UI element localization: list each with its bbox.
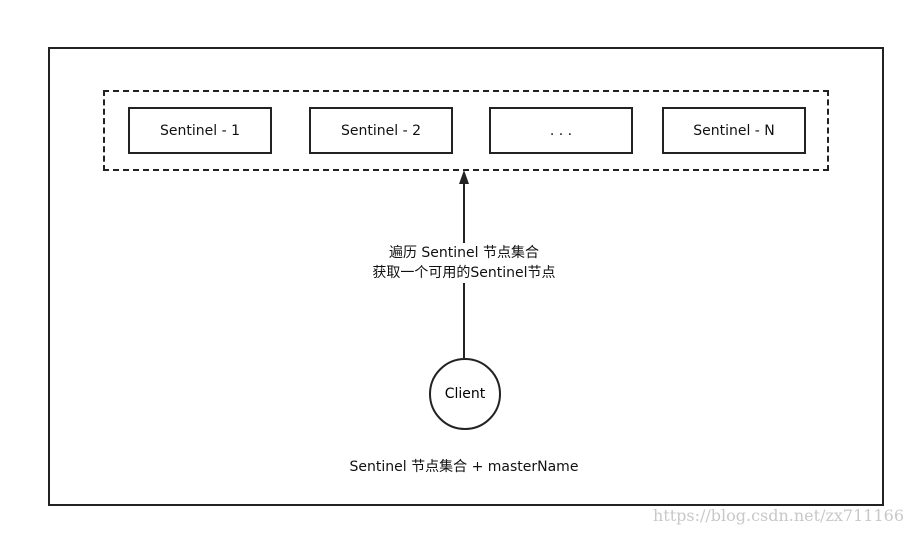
sentinel-node-1: Sentinel - 1 xyxy=(128,107,272,154)
client-node: Client xyxy=(429,358,501,430)
arrow-label-line2: 获取一个可用的Sentinel节点 xyxy=(372,265,556,281)
sentinel-node-n: Sentinel - N xyxy=(662,107,806,154)
sentinel-group xyxy=(103,90,829,171)
sentinel-node-2: Sentinel - 2 xyxy=(309,107,453,154)
bottom-label: Sentinel 节点集合 + masterName xyxy=(349,459,579,475)
outer-frame xyxy=(48,47,884,506)
arrow-label-line1: 遍历 Sentinel 节点集合 xyxy=(388,245,539,261)
arrow-head xyxy=(459,170,469,184)
watermark: https://blog.csdn.net/zx711166 xyxy=(652,506,904,525)
arrow-label: 遍历 Sentinel 节点集合 获取一个可用的Sentinel节点 xyxy=(314,243,614,283)
sentinel-node-ellipsis: . . . xyxy=(489,107,633,154)
